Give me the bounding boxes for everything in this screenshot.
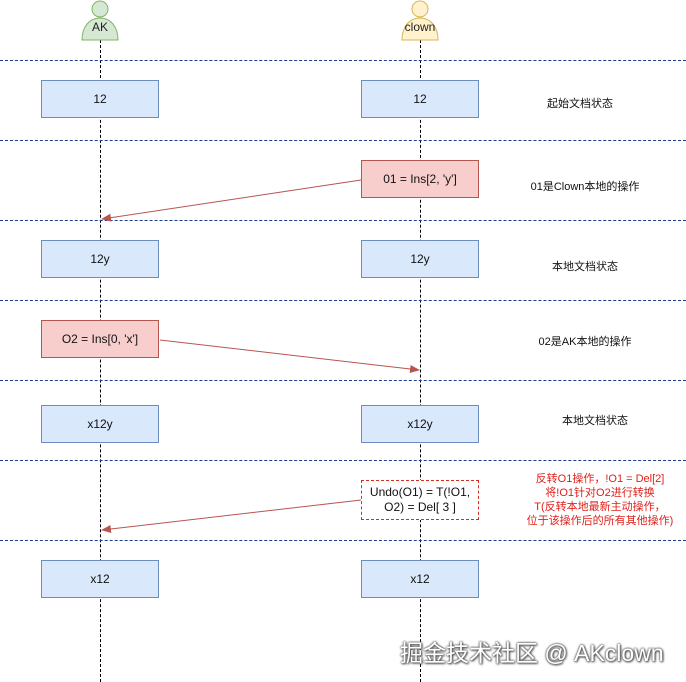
row-divider bbox=[0, 460, 686, 461]
ak-state-box: x12y bbox=[41, 405, 159, 443]
undo-line: Undo(O1) = T(!O1, bbox=[369, 485, 471, 499]
arrow-o2-to-clown bbox=[159, 339, 420, 373]
ak-state-box: 12 bbox=[41, 80, 159, 118]
clown-state-box: x12 bbox=[361, 560, 479, 598]
undo-note-line: 将!O1针对O2进行转换 bbox=[545, 487, 655, 499]
row-divider bbox=[0, 60, 686, 61]
watermark: 掘金技术社区 @ AKclown bbox=[400, 640, 664, 666]
lifeline-clown bbox=[420, 40, 421, 682]
ak-state-box: 12y bbox=[41, 240, 159, 278]
arrow-undo-to-ak bbox=[101, 499, 362, 533]
undo-operation-box: Undo(O1) = T(!O1, O2) = Del[ 3 ] bbox=[361, 480, 479, 520]
clown-state-box: 12 bbox=[361, 80, 479, 118]
ak-operation-box: O2 = Ins[0, 'x'] bbox=[41, 320, 159, 358]
row-divider bbox=[0, 380, 686, 381]
person-icon bbox=[81, 0, 119, 41]
ak-state-box: x12 bbox=[41, 560, 159, 598]
row-note: 本地文档状态 bbox=[562, 415, 628, 427]
row-divider bbox=[0, 140, 686, 141]
row-divider bbox=[0, 220, 686, 221]
undo-note-line: T(反转本地最新主动操作， bbox=[534, 501, 666, 513]
actor-clown: clown bbox=[399, 0, 441, 42]
person-icon bbox=[401, 0, 439, 41]
row-divider bbox=[0, 540, 686, 541]
undo-note-line: 位于该操作后的所有其他操作) bbox=[526, 515, 674, 527]
row-note: 02是AK本地的操作 bbox=[538, 336, 632, 348]
row-note: 01是Clown本地的操作 bbox=[530, 181, 640, 193]
row-note: 起始文档状态 bbox=[547, 98, 613, 110]
undo-note-line: 反转O1操作，!O1 = Del[2] bbox=[535, 473, 665, 485]
undo-line: O2) = Del[ 3 ] bbox=[384, 500, 456, 514]
actor-ak: AK bbox=[79, 0, 121, 42]
actor-label-ak: AK bbox=[91, 20, 108, 34]
actor-label-clown: clown bbox=[404, 20, 436, 34]
clown-operation-box: 01 = Ins[2, 'y'] bbox=[361, 160, 479, 198]
row-divider bbox=[0, 300, 686, 301]
lifeline-ak bbox=[100, 40, 101, 682]
arrow-o1-to-ak bbox=[101, 179, 362, 222]
row-note: 本地文档状态 bbox=[552, 261, 618, 273]
clown-state-box: 12y bbox=[361, 240, 479, 278]
undo-note: 反转O1操作，!O1 = Del[2] 将!O1针对O2进行转换 T(反转本地最… bbox=[500, 472, 686, 528]
clown-state-box: x12y bbox=[361, 405, 479, 443]
